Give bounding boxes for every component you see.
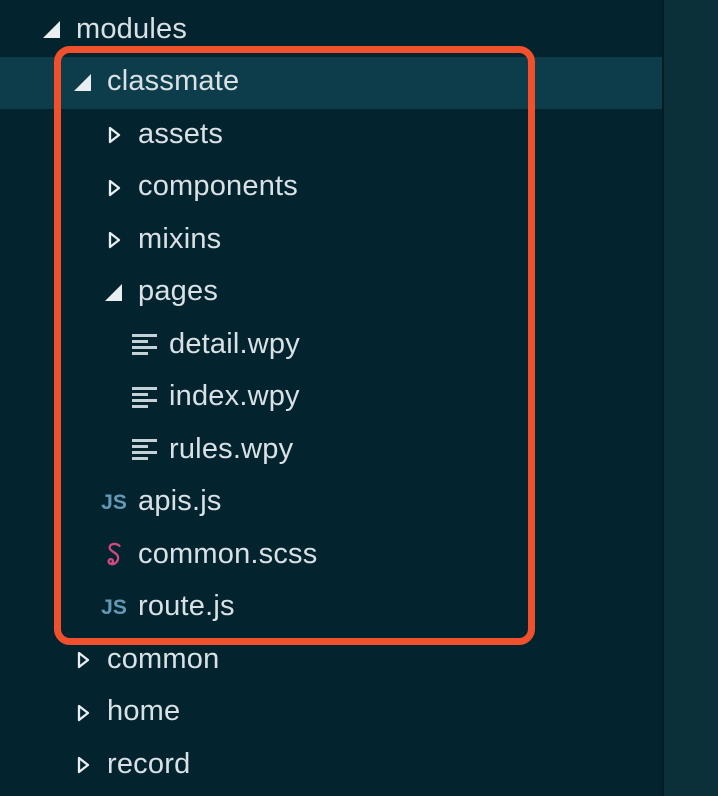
tree-item-label: classmate <box>107 65 240 98</box>
tree-item-label: home <box>107 695 181 728</box>
tree-item-common[interactable]: common <box>0 634 662 687</box>
expanded-arrow-icon[interactable] <box>100 278 128 308</box>
collapsed-arrow-icon[interactable] <box>100 173 128 203</box>
tree-item-label: index.wpy <box>169 380 300 413</box>
tree-item-label: assets <box>138 117 224 150</box>
expanded-arrow-icon[interactable] <box>38 15 66 45</box>
tree-item-pages[interactable]: pages <box>0 267 662 320</box>
tree-item-components[interactable]: components <box>0 162 662 215</box>
tree-item-label: record <box>107 747 191 780</box>
js-icon-text: JS <box>101 595 127 619</box>
tree-item-label: detail.wpy <box>169 327 300 360</box>
tree-item-modules[interactable]: modules <box>0 4 662 57</box>
tree-item-record[interactable]: record <box>0 739 662 792</box>
tree-item-assets[interactable]: assets <box>0 109 662 162</box>
collapsed-arrow-icon[interactable] <box>100 120 128 150</box>
tree-item-rules-wpy[interactable]: rules.wpy <box>0 424 662 477</box>
tree-item-label: common <box>107 642 220 675</box>
collapsed-arrow-icon[interactable] <box>69 698 97 728</box>
tree-item-home[interactable]: home <box>0 687 662 740</box>
tree-item-label: route.js <box>138 590 235 623</box>
editor-area[interactable] <box>662 0 718 796</box>
tree-item-label: common.scss <box>138 537 318 570</box>
file-tree: modules classmate assets components mixins pa… <box>0 4 662 792</box>
tree-item-label: modules <box>76 12 188 45</box>
tree-item-route-js[interactable]: JS route.js <box>0 582 662 635</box>
collapsed-arrow-icon[interactable] <box>69 750 97 780</box>
tree-item-label: pages <box>138 275 219 308</box>
tree-item-label: components <box>138 170 298 203</box>
wpy-file-icon <box>131 383 159 413</box>
sass-file-icon <box>100 540 128 570</box>
tree-item-label: apis.js <box>138 485 222 518</box>
wpy-file-icon <box>131 435 159 465</box>
tree-item-apis-js[interactable]: JS apis.js <box>0 477 662 530</box>
js-file-icon: JS <box>100 593 128 623</box>
tree-item-mixins[interactable]: mixins <box>0 214 662 267</box>
tree-item-label: rules.wpy <box>169 432 294 465</box>
js-icon-text: JS <box>101 490 127 514</box>
tree-item-label: mixins <box>138 222 222 255</box>
expanded-arrow-icon[interactable] <box>69 68 97 98</box>
collapsed-arrow-icon[interactable] <box>69 645 97 675</box>
wpy-file-icon <box>131 330 159 360</box>
tree-item-classmate[interactable]: classmate <box>0 56 662 109</box>
tree-item-detail-wpy[interactable]: detail.wpy <box>0 319 662 372</box>
tree-item-index-wpy[interactable]: index.wpy <box>0 372 662 425</box>
collapsed-arrow-icon[interactable] <box>100 225 128 255</box>
js-file-icon: JS <box>100 488 128 518</box>
tree-item-common-scss[interactable]: common.scss <box>0 529 662 582</box>
